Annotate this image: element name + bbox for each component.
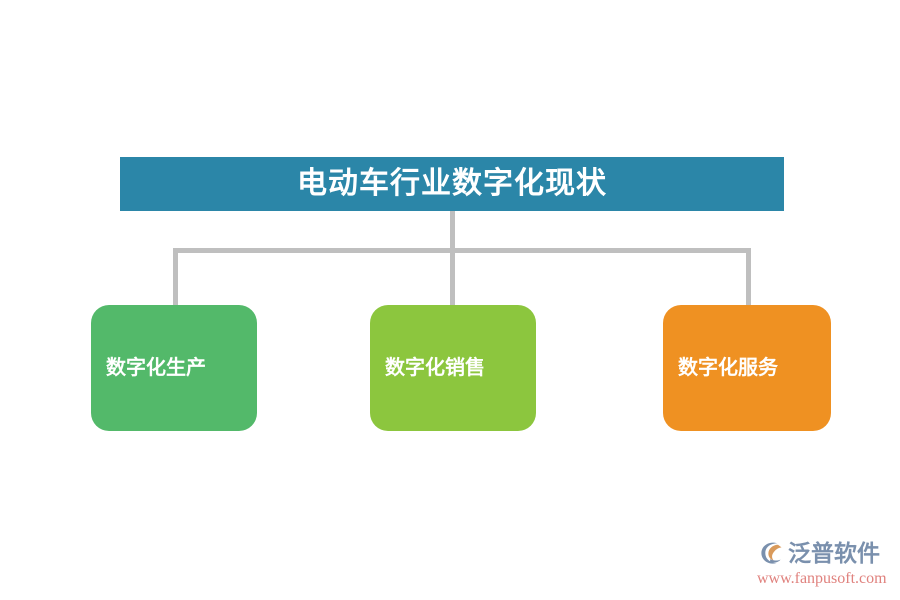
node-digital-service[interactable]: 数字化服务 xyxy=(663,305,831,431)
watermark: 泛普软件 www.fanpusoft.com xyxy=(757,538,893,588)
connector-horizontal-rail xyxy=(173,248,751,253)
node-digital-production-label: 数字化生产 xyxy=(106,357,206,379)
root-node-title-banner[interactable]: 电动车行业数字化现状 xyxy=(120,157,784,211)
fanpu-swoosh-logo-icon xyxy=(761,542,782,564)
watermark-url-text: www.fanpusoft.com xyxy=(757,570,887,587)
connector-drop-digital-service xyxy=(746,248,751,308)
node-digital-sales-label: 数字化销售 xyxy=(385,357,485,379)
node-digital-sales[interactable]: 数字化销售 xyxy=(370,305,536,431)
watermark-brand-row: 泛普软件 xyxy=(757,538,893,568)
node-digital-service-label: 数字化服务 xyxy=(678,357,778,379)
connector-drop-digital-production xyxy=(173,248,178,308)
node-digital-production[interactable]: 数字化生产 xyxy=(91,305,257,431)
root-node-label: 电动车行业数字化现状 xyxy=(297,167,607,200)
watermark-brand-text: 泛普软件 xyxy=(788,539,880,566)
connector-trunk xyxy=(450,211,455,253)
connector-drop-digital-sales xyxy=(450,248,455,308)
